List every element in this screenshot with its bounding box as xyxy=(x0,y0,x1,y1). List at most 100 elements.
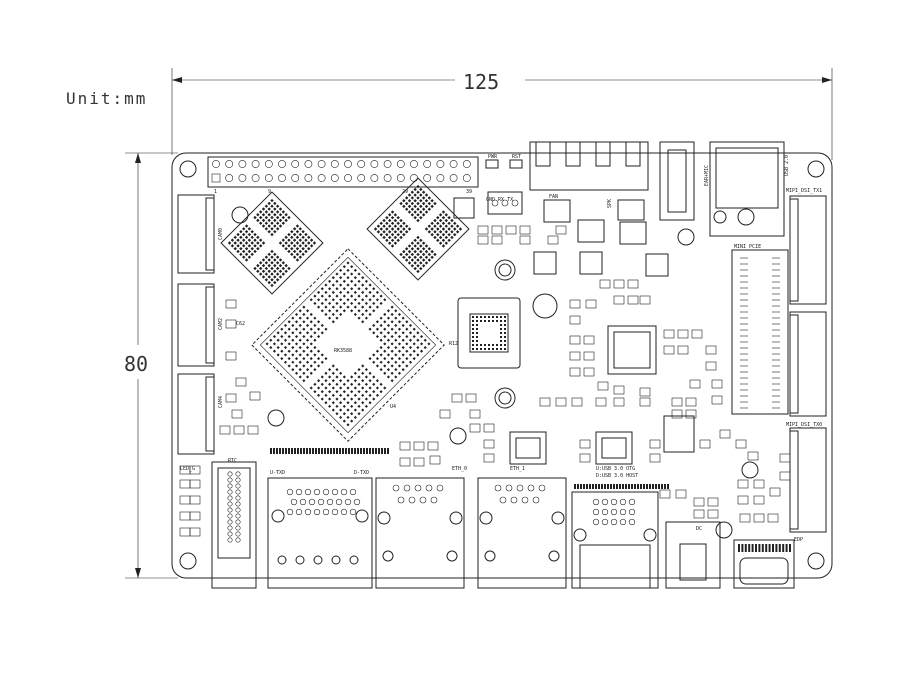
ball xyxy=(419,187,423,192)
ball xyxy=(328,368,332,372)
ball xyxy=(410,207,415,211)
smd-component xyxy=(569,351,581,361)
ball xyxy=(421,201,426,206)
header-pin xyxy=(291,174,300,182)
ball xyxy=(492,344,494,346)
ball xyxy=(427,196,432,200)
ball xyxy=(284,246,288,251)
ball xyxy=(476,324,478,326)
ball xyxy=(292,244,297,248)
ball xyxy=(261,269,266,273)
ball xyxy=(242,232,246,237)
ball xyxy=(270,255,274,259)
ball xyxy=(317,327,321,331)
pin xyxy=(235,531,241,537)
smd-component xyxy=(613,385,625,395)
ball xyxy=(287,215,291,220)
ball xyxy=(427,224,432,228)
ball xyxy=(375,320,379,324)
pad xyxy=(276,448,278,454)
pad xyxy=(649,484,651,489)
smd-component xyxy=(465,393,477,403)
pad xyxy=(778,544,781,552)
jack-pin xyxy=(349,508,357,516)
jack-pin xyxy=(425,484,433,492)
ball xyxy=(335,287,339,291)
header-pin xyxy=(264,174,273,182)
ball xyxy=(413,238,417,243)
ball xyxy=(357,309,361,313)
ball xyxy=(346,283,350,287)
smd-component xyxy=(483,423,495,433)
ball xyxy=(298,338,302,342)
ball xyxy=(278,269,283,273)
ball xyxy=(397,342,402,346)
ball xyxy=(313,360,317,364)
ball xyxy=(401,316,405,320)
ball xyxy=(450,218,454,223)
ball xyxy=(382,218,386,223)
ball xyxy=(416,252,420,257)
header-pin xyxy=(370,160,379,168)
pad xyxy=(589,484,591,489)
ball xyxy=(416,247,420,251)
smd-component xyxy=(627,295,639,305)
jack-peg xyxy=(295,555,305,565)
smd-component xyxy=(427,441,439,451)
pad xyxy=(748,544,751,552)
ball xyxy=(416,269,420,274)
smd-component xyxy=(719,429,731,439)
smd-component xyxy=(569,315,581,325)
ball xyxy=(264,204,269,208)
jack-peg xyxy=(551,511,565,525)
pad xyxy=(348,448,350,454)
ball xyxy=(302,320,306,324)
ball xyxy=(416,264,420,268)
ball xyxy=(328,294,332,298)
ball xyxy=(305,353,310,357)
ball xyxy=(390,305,394,309)
ball xyxy=(492,316,494,318)
smd-component xyxy=(189,479,201,489)
ball xyxy=(353,268,357,272)
ball xyxy=(413,244,417,248)
ball xyxy=(247,249,252,254)
ball xyxy=(390,379,394,383)
ball xyxy=(339,371,343,375)
header-pin xyxy=(436,174,445,182)
ball xyxy=(397,312,402,317)
ball xyxy=(291,331,295,335)
smd-component xyxy=(547,235,559,245)
ball xyxy=(424,244,429,248)
ball xyxy=(275,221,280,225)
ball xyxy=(410,252,415,257)
ball xyxy=(407,255,412,259)
jack-pin xyxy=(335,498,343,506)
pad xyxy=(583,484,585,489)
ball xyxy=(436,238,440,243)
ball xyxy=(480,316,482,318)
ball xyxy=(353,401,357,405)
pad xyxy=(303,448,305,454)
ball xyxy=(383,298,387,302)
ball xyxy=(476,332,478,334)
ball xyxy=(350,272,354,276)
ball xyxy=(335,279,339,283)
ball xyxy=(236,238,240,242)
ball xyxy=(504,344,506,346)
ball xyxy=(364,316,368,320)
smd-component xyxy=(571,397,583,407)
pin xyxy=(235,483,241,489)
ball xyxy=(287,232,291,237)
ball xyxy=(405,349,409,353)
pad xyxy=(306,448,308,454)
ball xyxy=(272,349,277,353)
header-pin xyxy=(304,160,313,168)
ball xyxy=(331,393,335,397)
ball xyxy=(267,207,271,211)
ball xyxy=(270,227,274,231)
eth1-label: ETH_1 xyxy=(510,466,525,472)
ball xyxy=(281,238,286,242)
rst-label: RST xyxy=(512,154,521,160)
ball xyxy=(267,269,271,273)
